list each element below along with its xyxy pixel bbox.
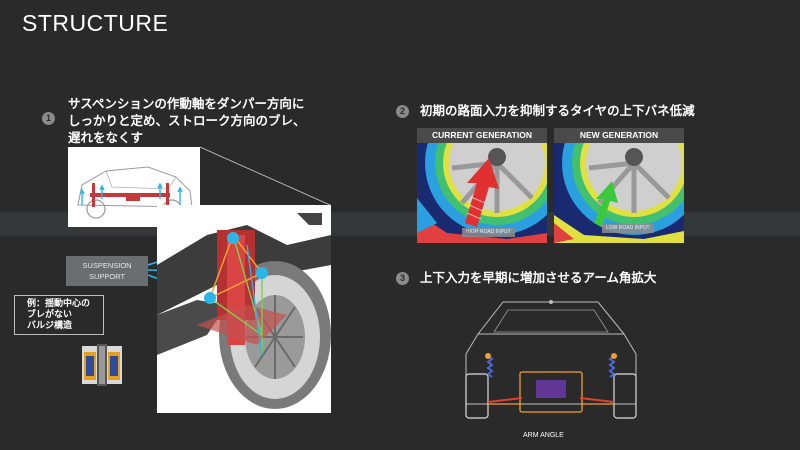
section-1-heading: サスペンションの作動軸をダンパー方向に しっかりと定め、ストローク方向のブレ、 …	[68, 96, 306, 147]
section-1-heading-line: サスペンションの作動軸をダンパー方向に	[68, 97, 305, 111]
bushing-image	[80, 342, 124, 388]
section-3-heading: 上下入力を早期に増加させるアーム角拡大	[420, 271, 657, 285]
section-3-number: 3	[396, 272, 409, 285]
current-input-tag: HIGH ROAD INPUT	[462, 228, 515, 237]
current-generation-title: CURRENT GENERATION	[417, 128, 547, 143]
suspension-support-label-line: SUPPORT	[88, 272, 126, 281]
arm-angle-diagram	[458, 294, 644, 430]
new-generation-image	[554, 143, 684, 243]
example-note-box: 例：揺動中心の ブレがない バルジ構造	[14, 295, 104, 335]
section-1-heading-line: 遅れをなくす	[68, 131, 144, 145]
suspension-detail-image	[157, 205, 331, 413]
section-1-number: 1	[42, 112, 55, 125]
section-2-number: 2	[396, 105, 409, 118]
example-note-line: ブレがない	[27, 309, 73, 319]
section-2-heading: 初期の路面入力を抑制するタイヤの上下バネ低減	[420, 104, 695, 118]
new-input-tag: LOW ROAD INPUT	[602, 224, 654, 233]
example-note-line: バルジ構造	[27, 320, 73, 330]
section-1-heading-line: しっかりと定め、ストローク方向のブレ、	[68, 114, 306, 128]
suspension-support-label: SUSPENSION SUPPORT	[66, 256, 148, 286]
current-generation-image	[417, 143, 547, 243]
arm-angle-caption: ARM ANGLE	[523, 432, 564, 439]
example-note-line: 例：揺動中心の	[27, 298, 91, 308]
page-title: STRUCTURE	[22, 10, 169, 36]
new-generation-title: NEW GENERATION	[554, 128, 684, 143]
suspension-support-label-line: SUSPENSION	[82, 261, 132, 270]
